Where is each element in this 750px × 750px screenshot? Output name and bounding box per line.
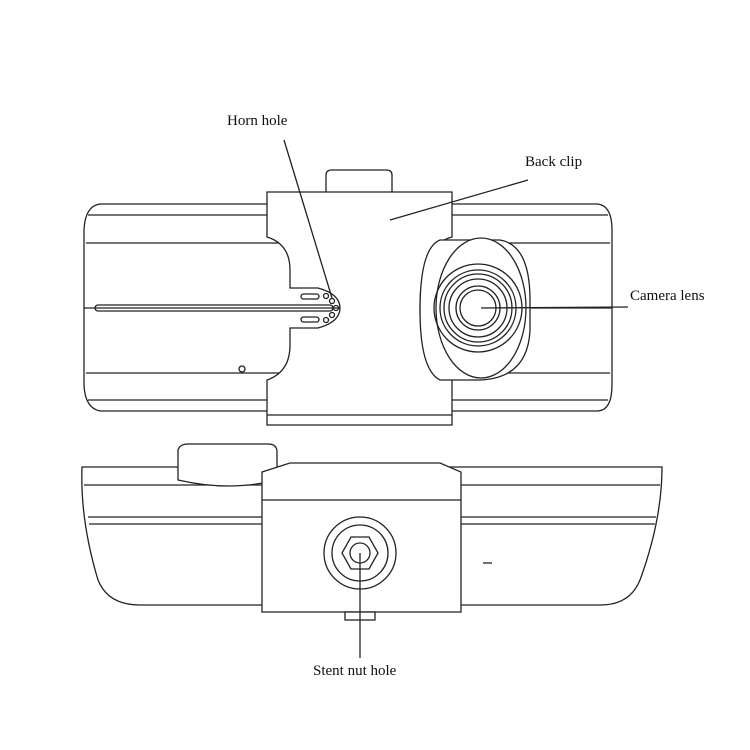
- horn-hole-leader: [283, 139, 333, 299]
- front-view: [83, 139, 629, 426]
- camera-lens-leader: [480, 306, 629, 309]
- label-stent-nut-hole: Stent nut hole: [313, 663, 397, 679]
- small-hole: [238, 365, 246, 373]
- back-clip-leader: [389, 179, 529, 221]
- bottom-view: [81, 443, 663, 658]
- label-horn-hole: Horn hole: [227, 113, 288, 129]
- label-camera-lens: Camera lens: [630, 288, 705, 304]
- horn-hole-icon: [300, 292, 340, 324]
- bottom-knob: [177, 443, 278, 487]
- label-back-clip: Back clip: [525, 154, 583, 170]
